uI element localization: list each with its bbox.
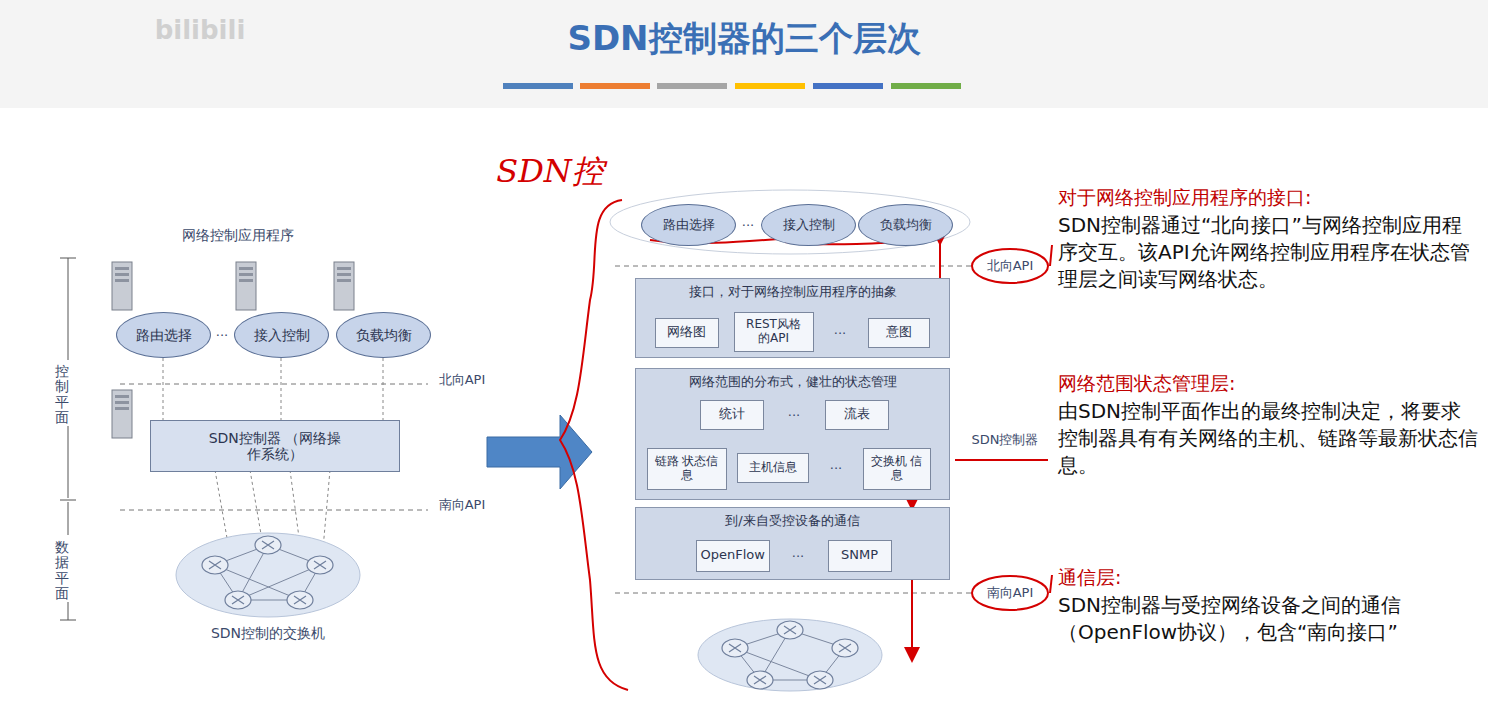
component-box: 意图: [868, 318, 930, 348]
app-ellipse: 路由选择: [116, 312, 211, 358]
component-box: OpenFlow: [696, 540, 770, 572]
node-label: 接入控制: [783, 218, 835, 233]
plane-label: 控制平面: [55, 364, 69, 426]
api-label: 北向API: [439, 371, 486, 389]
section-heading: 对于网络控制应用程序的接口:: [1058, 186, 1478, 209]
layer-title: 接口，对于网络控制应用程序的抽象: [636, 285, 949, 300]
node-label: 统计: [719, 407, 745, 422]
header-band: [0, 0, 1488, 108]
section-body: SDN控制器与受控网络设备之间的通信（OpenFlow协议），包含“南向接口”: [1058, 592, 1478, 646]
component-box: 流表: [825, 400, 889, 430]
component-box: 统计: [700, 400, 764, 430]
layer-title: 网络范围的分布式，健壮的状态管理: [636, 375, 949, 390]
node-label: OpenFlow: [701, 548, 765, 563]
component-box: 网络图: [655, 318, 719, 348]
controller-box: SDN控制器 （网络操作系统）: [150, 420, 400, 472]
section-heading: 通信层:: [1058, 566, 1478, 589]
app-ellipse: 接入控制: [234, 312, 329, 358]
node-label: 主机信息: [749, 461, 797, 475]
node-label: 链路 状态信息: [652, 455, 722, 483]
figure-caption: SDN控制的交换机: [211, 625, 325, 643]
layer-band: 网络范围的分布式，健壮的状态管理统计 流表链路 状态信息 主机信息 交换机 信息: [635, 368, 950, 500]
api-label: 南向API: [439, 496, 486, 514]
node-label: 路由选择: [663, 218, 715, 233]
section-heading: 网络范围状态管理层:: [1058, 372, 1478, 395]
node-label: 网络图: [667, 325, 706, 340]
node-label: 意图: [886, 325, 912, 340]
component-box: 主机信息: [737, 453, 809, 483]
app-ellipse: 接入控制: [761, 204, 856, 246]
node-label: 负载均衡: [356, 327, 412, 343]
plane-label: 数据平面: [55, 540, 69, 602]
node-label: REST风格 的API: [739, 318, 809, 346]
section-body: 由SDN控制平面作出的最终控制决定，将要求控制器具有有关网络的主机、链路等最新状…: [1058, 398, 1478, 479]
color-bars: [503, 83, 961, 89]
component-box: 交换机 信息: [863, 448, 931, 490]
ellipsis: ···: [216, 328, 228, 343]
component-box: SNMP: [828, 540, 892, 572]
ellipsis: ···: [742, 218, 754, 233]
component-box: REST风格 的API: [734, 312, 814, 352]
app-ellipse: 负载均衡: [336, 312, 431, 358]
layer-band: 到/来自受控设备的通信 OpenFlow SNMP: [635, 507, 950, 580]
watermark: bilibili: [155, 15, 246, 45]
node-label: 接入控制: [254, 327, 310, 343]
handwritten-annotations: [560, 200, 1052, 690]
layer-title: 到/来自受控设备的通信: [636, 514, 949, 529]
app-ellipse: 负载均衡: [858, 204, 953, 246]
ellipsis: ···: [830, 461, 842, 476]
right-figure: [610, 190, 975, 691]
section-body: SDN控制器通过“北向接口”与网络控制应用程序交互。该API允许网络控制应用程序…: [1058, 212, 1478, 293]
controller-label: SDN控制器: [972, 431, 1039, 449]
node-label: SDN控制器 （网络操作系统）: [208, 430, 343, 462]
node-label: 负载均衡: [880, 218, 932, 233]
node-label: 流表: [844, 407, 870, 422]
component-box: 链路 状态信息: [647, 448, 727, 490]
group-label: 网络控制应用程序: [182, 227, 294, 245]
node-label: 交换机 信息: [868, 455, 926, 483]
node-label: 路由选择: [136, 327, 192, 343]
ellipsis: ···: [834, 326, 846, 341]
api-label: 北向API: [987, 257, 1034, 275]
node-label: SNMP: [841, 548, 878, 563]
ellipsis: ···: [788, 408, 800, 423]
handwritten-note: SDN控: [496, 150, 604, 194]
layer-band: 接口，对于网络控制应用程序的抽象网络图 REST风格 的API 意图: [635, 278, 950, 358]
ellipsis: ···: [792, 549, 804, 564]
app-ellipse: 路由选择: [641, 204, 736, 246]
api-label: 南向API: [987, 584, 1034, 602]
